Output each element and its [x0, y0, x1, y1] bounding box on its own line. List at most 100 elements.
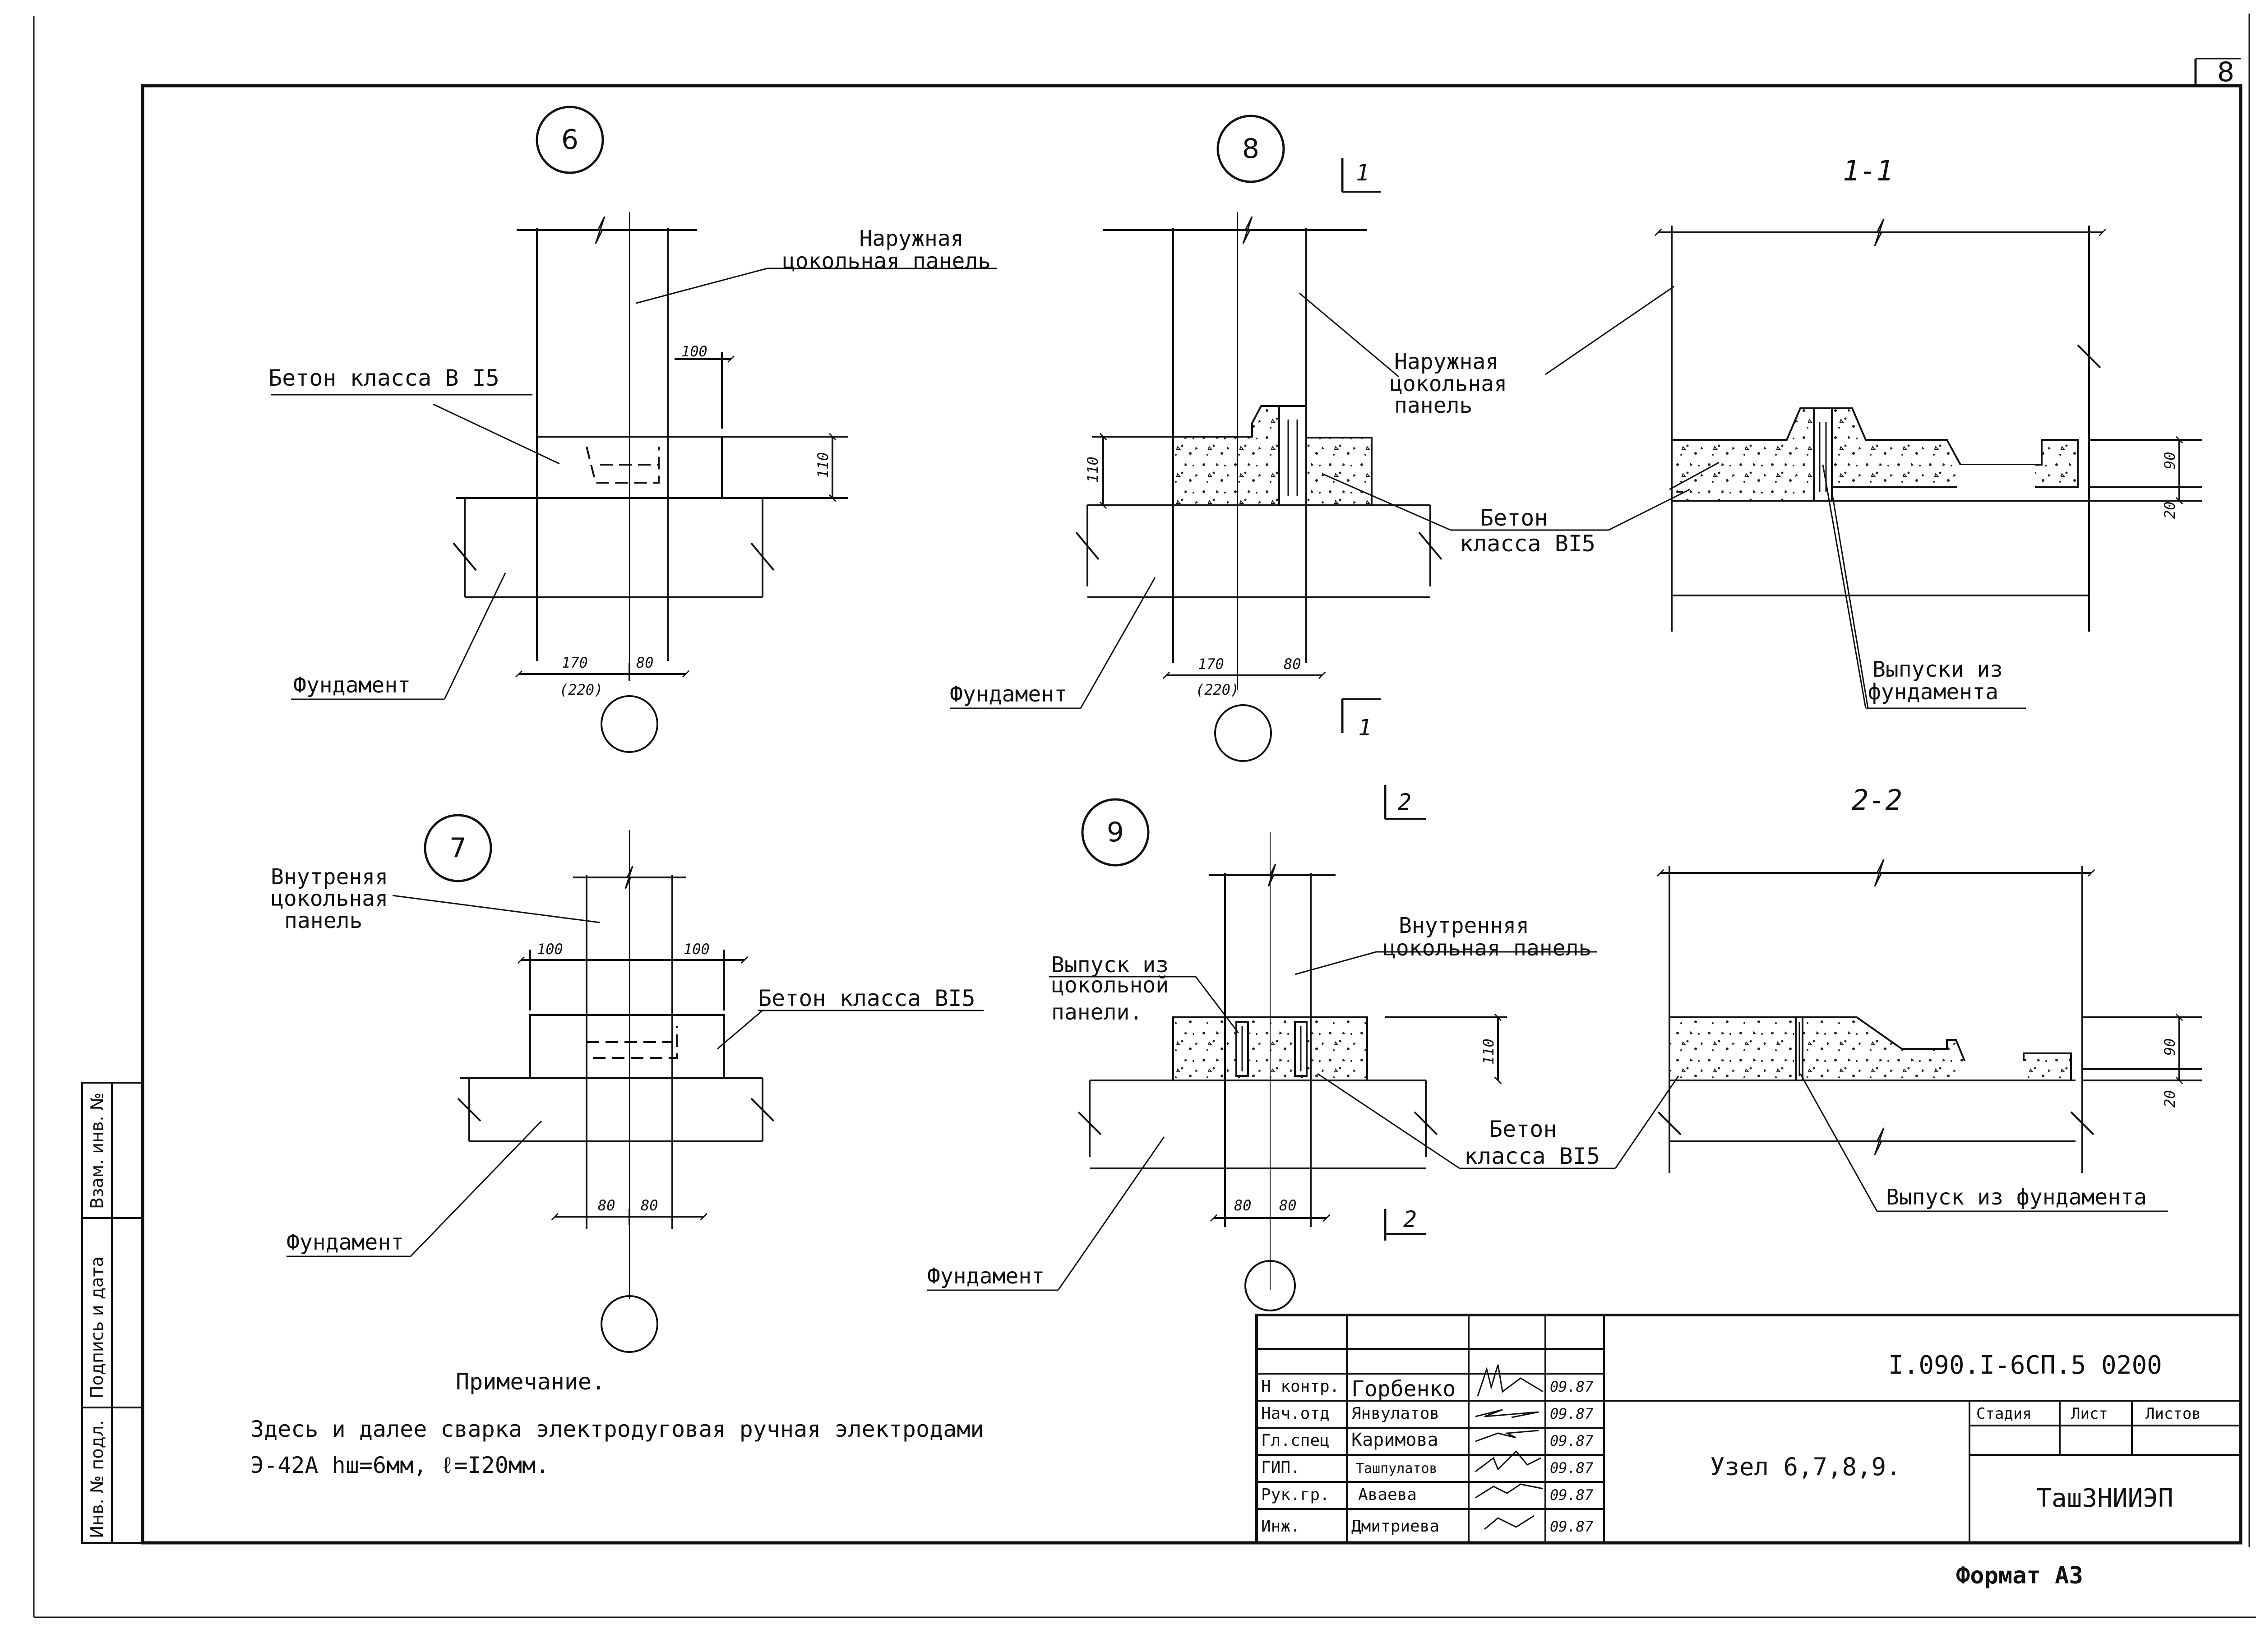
stamp-header-stage: Стадия	[1976, 1405, 2032, 1423]
node-6-marker	[536, 106, 604, 174]
node-6-label-concrete: Бетон класса В I5	[268, 365, 499, 391]
node-9-label-release-2: цокольной	[1051, 973, 1169, 998]
section-1-1-concrete-right	[1831, 407, 2079, 488]
stamp-date-5: 09.87	[1550, 1486, 1593, 1504]
stamp-name-3: Каримова	[1351, 1430, 1438, 1450]
node-6-label-panel-2: цокольная панель	[782, 249, 991, 274]
node-6: 6 Наружная цокольная панель Бе	[268, 106, 997, 753]
node-9-label-panel-2: цокольная панель	[1383, 936, 1591, 961]
section-1-1-label-releases-1: Выпуски из	[1872, 657, 2003, 682]
node-9-label-release-3: панели.	[1051, 1000, 1142, 1025]
node-9-label-foundation: Фундамент	[927, 1264, 1045, 1289]
node-8-label-panel-3: панель	[1394, 393, 1472, 418]
note-line-2: Э-42А hш=6мм, ℓ=I20мм.	[250, 1452, 549, 1478]
node-9-dim-80-left: 80	[1234, 1197, 1252, 1214]
stamp-name-2: Янвулатов	[1351, 1404, 1439, 1423]
node-7-dim-100-left: 100	[537, 941, 563, 958]
node-7-label-panel-3: панель	[284, 908, 362, 933]
node-8-dim-80: 80	[1284, 655, 1301, 673]
note: Примечание. Здесь и далее сварка электро…	[250, 1369, 984, 1478]
stamp-title: Узел 6,7,8,9.	[1710, 1453, 1901, 1481]
node-9-marker	[1081, 798, 1150, 867]
node-9-dim-80-right: 80	[1279, 1197, 1297, 1214]
node-8: 8 Наружная цокольная панель Бетон класса…	[950, 115, 1609, 762]
stamp-name-4: Ташпулатов	[1356, 1461, 1438, 1477]
section-2-2: 2-2 Выпуск из фундамента 90 20	[1614, 784, 2202, 1212]
node-9-axis-bubble	[1244, 1260, 1296, 1311]
section-2-2-concrete-right	[1802, 1016, 2072, 1081]
stamp-name-6: Дмитриева	[1351, 1517, 1439, 1536]
node-9-label-concrete-1: Бетон	[1489, 1116, 1557, 1142]
node-6-dim-110: 110	[814, 452, 832, 478]
stamp-header-sheet: Лист	[2071, 1405, 2108, 1423]
node-7-dim-100-right: 100	[684, 941, 710, 958]
node-7-dim-80-right: 80	[641, 1197, 658, 1214]
node-8-label-foundation: Фундамент	[950, 682, 1067, 707]
stamp-header-sheets: Листов	[2145, 1405, 2201, 1423]
node-8-number: 8	[1242, 133, 1259, 165]
node-9-label-concrete-2: класса BI5	[1464, 1143, 1600, 1169]
format-label: Формат А3	[1956, 1562, 2083, 1589]
node-8-dim-170: 170	[1198, 655, 1224, 673]
node-9-dim-110: 110	[1480, 1038, 1497, 1065]
section-2-2-title: 2-2	[1852, 784, 1902, 817]
stamp-role-5: Рук.гр.	[1261, 1486, 1330, 1504]
node-9-cut-top: 2	[1398, 789, 1411, 815]
stamp-role-3: Гл.спец	[1261, 1431, 1330, 1450]
node-8-label-concrete-1: Бетон	[1480, 505, 1548, 531]
section-2-2-dim-20: 20	[2161, 1090, 2178, 1107]
stamp-role-4: ГИП.	[1261, 1458, 1300, 1477]
node-8-dim-110: 110	[1084, 457, 1101, 483]
stamp-date-2: 09.87	[1550, 1405, 1593, 1422]
stamp-date-6: 09.87	[1550, 1518, 1593, 1535]
node-7-label-foundation: Фундамент	[287, 1230, 404, 1255]
node-7: 7 Внутреняя цокольная панель Бетон класс…	[271, 814, 984, 1353]
node-6-dim-80: 80	[636, 654, 654, 671]
stamp-role-2: Нач.отд	[1261, 1404, 1330, 1423]
node-8-label-panel-1: Наружная	[1394, 349, 1498, 374]
left-binding-strip	[81, 1082, 143, 1544]
stamp-designation: I.090.I-6СП.5 0200	[1888, 1351, 2162, 1380]
section-1-1: 1-1 Выпуски из фундамента 90 20	[1545, 154, 2202, 709]
section-2-2-dim-90: 90	[2161, 1038, 2178, 1056]
stamp-organization: ТашЗНИИЭП	[2036, 1484, 2173, 1513]
node-8-concrete	[1172, 405, 1280, 506]
node-6-number: 6	[561, 124, 578, 156]
node-7-label-panel-1: Внутреняя	[271, 864, 388, 890]
node-9-cut-bottom: 2	[1403, 1206, 1417, 1232]
node-6-label-panel-1: Наружная	[859, 226, 963, 251]
left-strip-sign-date: Подпись и дата	[87, 1256, 107, 1398]
section-1-1-dim-20: 20	[2161, 501, 2178, 519]
node-8-marker	[1216, 115, 1285, 183]
node-8-concrete-right	[1305, 406, 1373, 506]
node-8-axis-bubble	[1214, 704, 1272, 762]
note-title: Примечание.	[456, 1369, 605, 1395]
node-9-number: 9	[1107, 817, 1124, 848]
node-8-cut-top: 1	[1356, 160, 1369, 186]
node-6-dim-100: 100	[681, 343, 707, 360]
page-number: 8	[2217, 56, 2234, 88]
stamp-date-4: 09.87	[1550, 1459, 1593, 1477]
node-6-dim-220: (220)	[559, 681, 603, 698]
stamp-role-1: Н контр.	[1261, 1377, 1339, 1396]
node-7-marker	[424, 814, 492, 882]
title-block: Н контр. Горбенко 09.87 Нач.отд Янвулато…	[1255, 1314, 2242, 1544]
node-8-label-panel-2: цокольная	[1390, 371, 1507, 397]
node-7-number: 7	[449, 832, 467, 864]
frame	[33, 14, 2256, 1618]
stamp-date-1: 09.87	[1550, 1378, 1593, 1395]
node-7-dim-80-left: 80	[598, 1197, 615, 1214]
node-9-label-release-1: Выпуск из	[1051, 952, 1169, 978]
node-7-label-panel-2: цокольная	[271, 886, 388, 911]
section-1-1-dim-90: 90	[2161, 452, 2178, 469]
node-6-axis-bubble	[601, 695, 658, 753]
node-6-dim-170: 170	[562, 654, 588, 671]
section-2-2-label-release: Выпуск из фундамента	[1886, 1185, 2147, 1210]
section-1-1-label-releases-2: фундамента	[1868, 679, 1998, 705]
stamp-role-6: Инж.	[1261, 1517, 1300, 1536]
stamp-date-3: 09.87	[1550, 1432, 1593, 1449]
node-9: 9 Выпуск из цокольной панели.	[927, 785, 1615, 1311]
node-9-label-panel-1: Внутренняя	[1399, 913, 1529, 938]
node-8-label-concrete-2: класса BI5	[1460, 531, 1595, 557]
node-6-label-foundation: Фундамент	[293, 673, 411, 698]
